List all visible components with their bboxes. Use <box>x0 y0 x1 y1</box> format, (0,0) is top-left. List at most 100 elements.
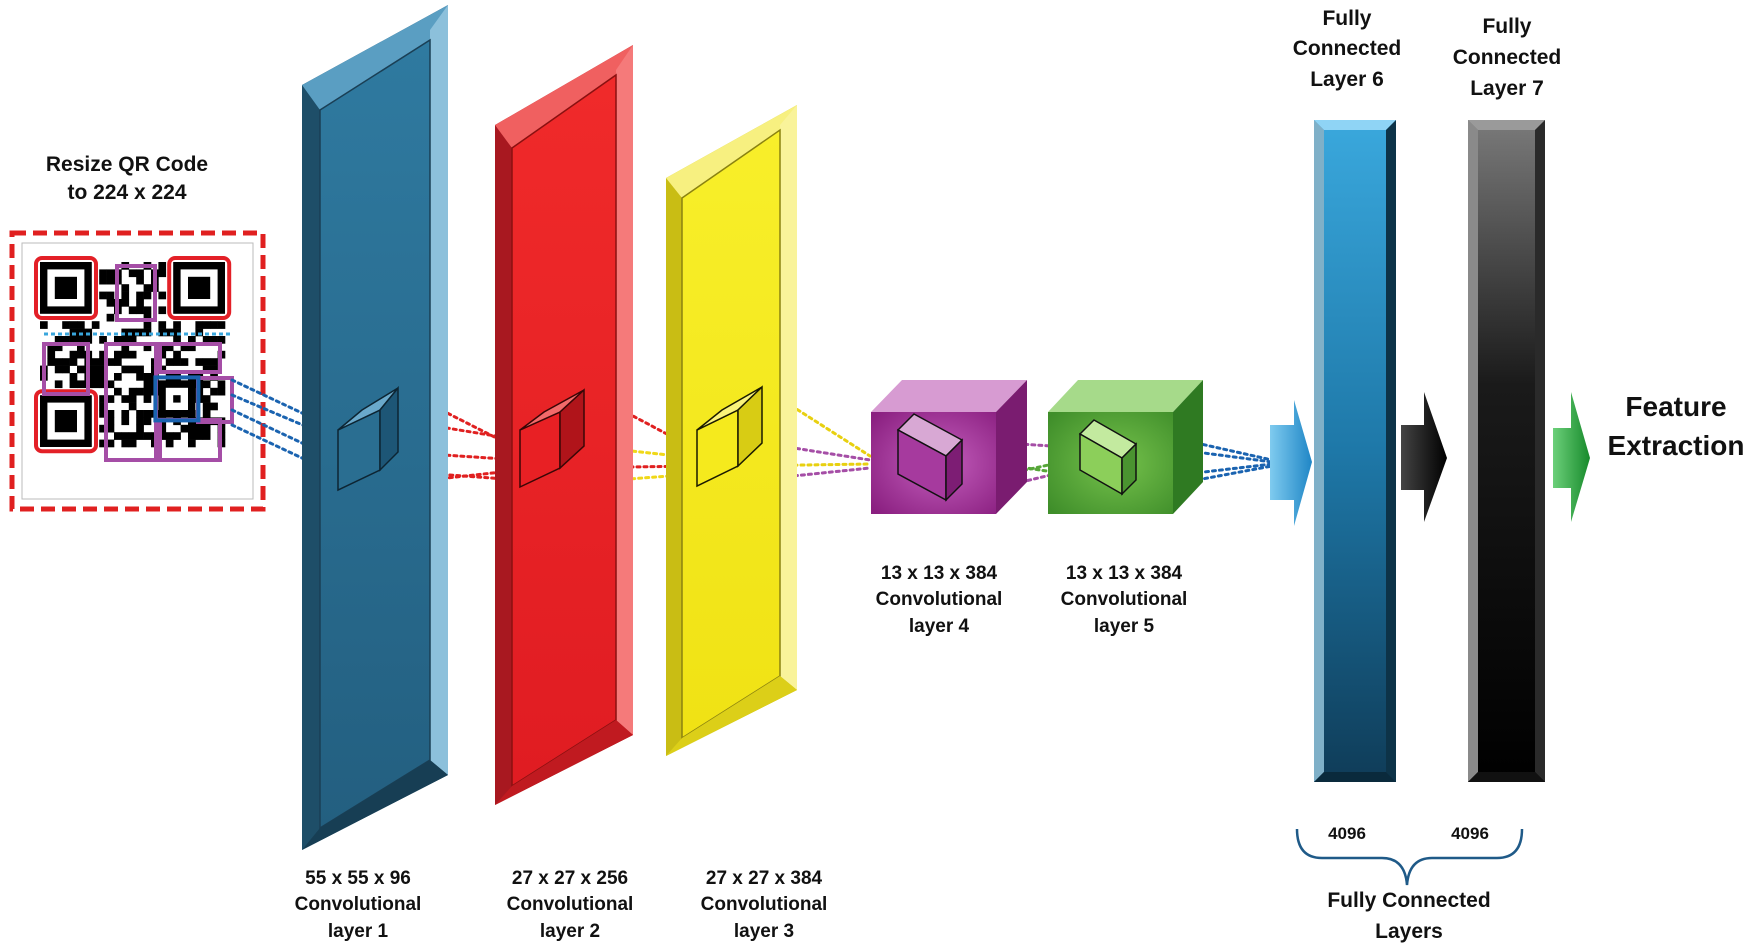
qr-module <box>136 424 144 433</box>
qr-module <box>121 343 130 352</box>
qr-module <box>54 380 63 389</box>
qr-module <box>188 424 196 433</box>
qr-module <box>165 328 174 337</box>
qr-module <box>143 417 152 426</box>
qr-module <box>121 350 130 359</box>
qr-module <box>210 402 218 411</box>
fc7-bar-bottom <box>1468 772 1545 782</box>
qr-module <box>143 284 152 292</box>
qr-module <box>173 350 181 359</box>
qr-module <box>99 410 107 418</box>
qr-module <box>106 313 115 322</box>
qr-module <box>136 328 144 337</box>
qr-module <box>121 432 130 440</box>
layer3-size: 27 x 27 x 384 <box>706 868 823 889</box>
qr-module <box>91 373 100 381</box>
qr-module <box>165 358 174 366</box>
qr-module <box>188 343 196 352</box>
qr-module <box>121 284 130 292</box>
qr-data-outline <box>115 264 157 322</box>
qr-module <box>217 321 226 329</box>
qr-module <box>62 336 70 344</box>
qr-module <box>128 395 137 403</box>
cube4-kernel-side <box>945 438 963 502</box>
qr-module <box>180 358 189 366</box>
qr-module <box>99 380 107 389</box>
qr-data-outline <box>158 342 222 374</box>
fc6-label-line2: Connected <box>1293 37 1402 60</box>
fc6-bar-bottom <box>1314 772 1396 782</box>
qr-module <box>121 299 130 307</box>
qr-module <box>165 432 174 440</box>
qr-module <box>128 439 137 448</box>
conv-layer-5-label: 13 x 13 x 384 Convolutional layer 5 <box>1061 563 1188 637</box>
slab2-bottom-bevel <box>495 720 633 805</box>
qr-module <box>40 321 48 329</box>
qr-module <box>202 336 211 344</box>
qr-module <box>99 276 107 285</box>
qr-module <box>158 262 167 270</box>
qr-module <box>158 321 167 329</box>
qr-module <box>217 387 226 396</box>
cube5-side <box>1173 380 1203 514</box>
qr-module <box>136 276 144 285</box>
qr-region-outlines <box>34 256 234 462</box>
layer1-type: Convolutional <box>295 894 422 915</box>
fc-group-line2: Layers <box>1375 920 1443 943</box>
qr-module <box>202 424 211 433</box>
qr-module <box>114 350 122 359</box>
qr-module <box>188 439 196 448</box>
conv-layer-1-label: 55 x 55 x 96 Convolutional layer 1 <box>295 868 422 942</box>
qr-data-outline <box>42 342 90 396</box>
qr-module <box>77 350 85 359</box>
qr-module <box>128 402 137 411</box>
qr-module <box>165 439 174 448</box>
qr-module <box>143 395 152 403</box>
layer2-size: 27 x 27 x 256 <box>512 868 628 889</box>
qr-module <box>217 336 226 344</box>
qr-module <box>99 291 107 300</box>
qr-module <box>121 328 130 337</box>
slab1-top-bevel <box>302 5 448 110</box>
qr-module <box>202 358 211 366</box>
qr-module <box>128 350 137 359</box>
layer3-type: Convolutional <box>701 894 828 915</box>
qr-module <box>54 336 63 344</box>
qr-module <box>121 417 130 426</box>
qr-module <box>195 358 204 366</box>
qr-module <box>173 328 181 337</box>
qr-module <box>143 343 152 352</box>
qr-module <box>210 365 218 374</box>
fc-group-line1: Fully Connected <box>1327 889 1490 912</box>
qr-module <box>143 291 152 300</box>
qr-module <box>121 439 130 448</box>
qr-module <box>114 336 122 344</box>
slab2-top-bevel <box>495 45 633 148</box>
qr-module <box>62 321 70 329</box>
slab1-bottom-bevel <box>302 760 448 850</box>
cube4-top <box>871 380 1027 412</box>
fc7-bar-top <box>1468 120 1545 130</box>
qr-module <box>143 328 152 337</box>
fc7-bar-left <box>1468 120 1478 782</box>
qr-module <box>128 328 137 337</box>
qr-module <box>69 350 78 359</box>
layer4-name: layer 4 <box>909 616 970 637</box>
fc6-units: 4096 <box>1328 824 1366 843</box>
qr-module <box>106 410 115 418</box>
qr-module <box>121 291 130 300</box>
qr-module <box>143 387 152 396</box>
qr-module <box>69 321 78 329</box>
qr-module <box>173 358 181 366</box>
qr-module <box>173 336 181 344</box>
arrow-to-output <box>1553 392 1590 522</box>
qr-module <box>136 291 144 300</box>
qr-module <box>62 365 70 374</box>
qr-module <box>136 299 144 307</box>
fc6-label-line1: Fully <box>1322 7 1371 30</box>
qr-module <box>217 380 226 389</box>
conv-layer-3-label: 27 x 27 x 384 Convolutional layer 3 <box>701 868 828 942</box>
layer2-type: Convolutional <box>507 894 634 915</box>
slab3-top-bevel <box>666 105 797 198</box>
